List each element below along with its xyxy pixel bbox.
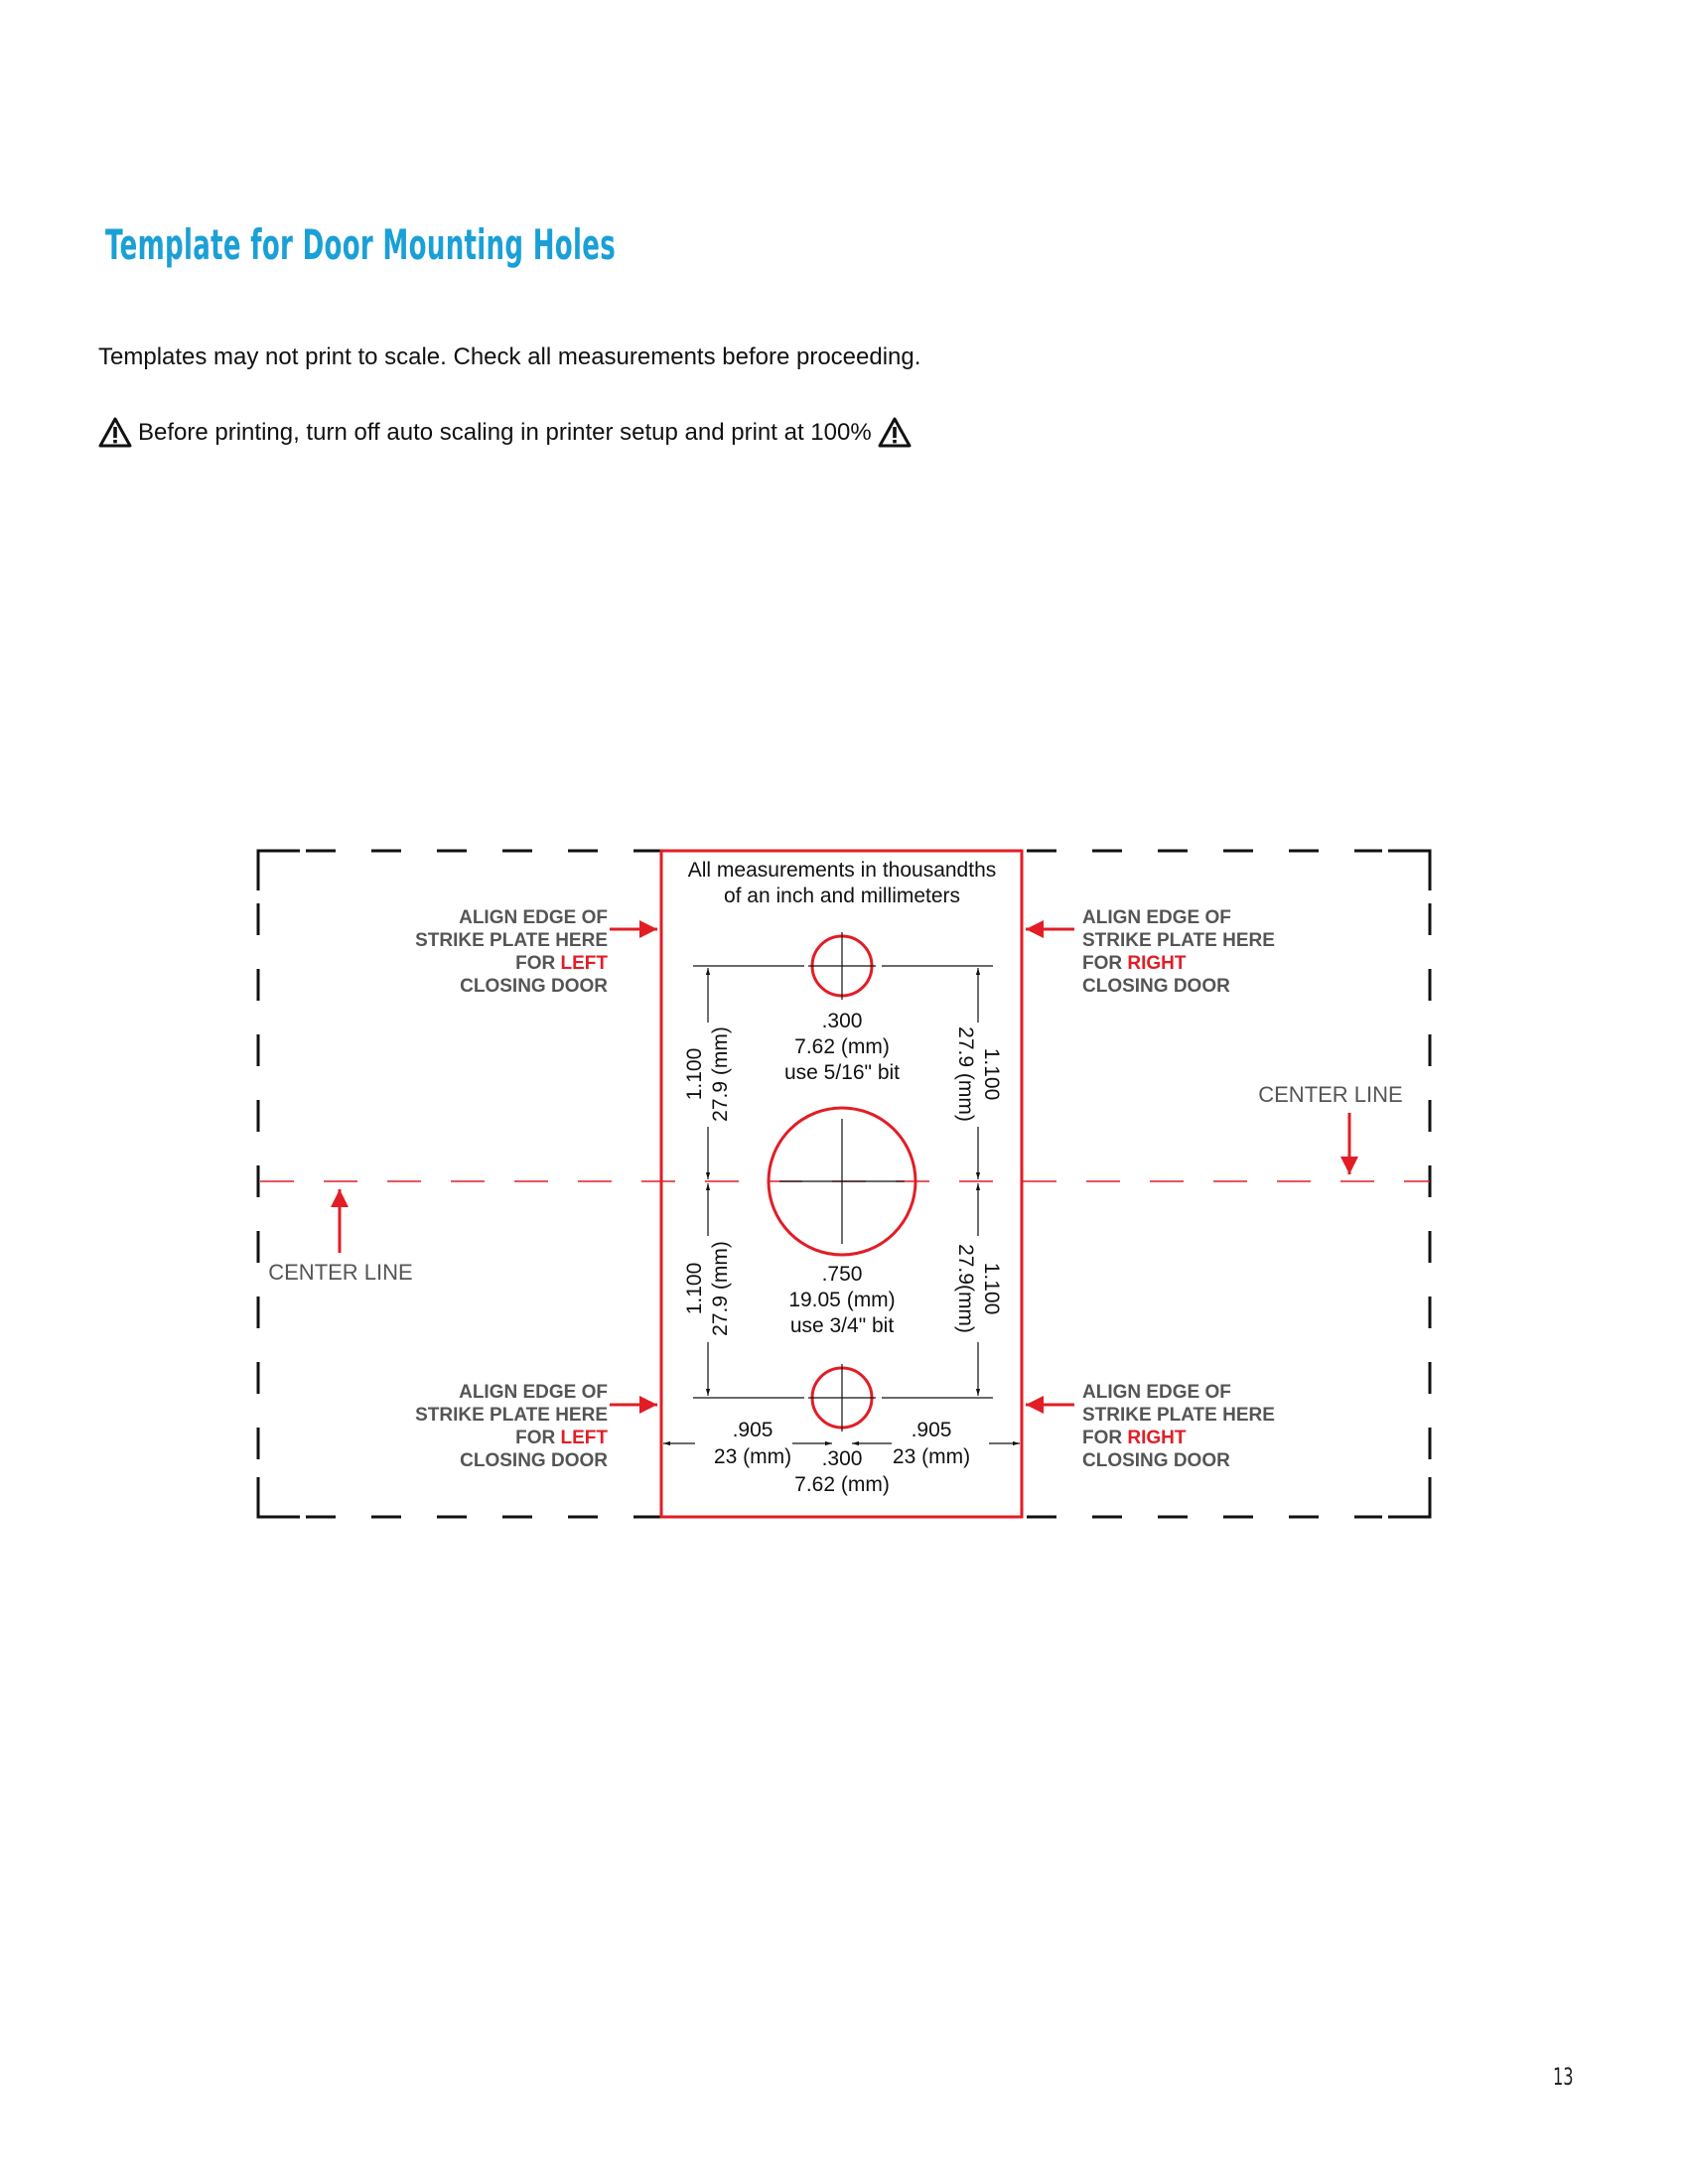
scale-notice: Templates may not print to scale. Check … [98, 343, 921, 370]
large-hole-size-mm: 19.05 (mm) [788, 1289, 895, 1311]
left-offset-inch: .905 [733, 1419, 774, 1441]
print-notice-text: Before printing, turn off auto scaling i… [138, 419, 872, 446]
right-upper-dim-inch: 1.100 [980, 1048, 1003, 1101]
align-line2: STRIKE PLATE HERE [1082, 1405, 1275, 1426]
center-offset-inch: .300 [822, 1447, 863, 1470]
align-line4: CLOSING DOOR [1082, 1450, 1230, 1471]
large-hole-size-inch: .750 [822, 1263, 863, 1286]
left-upper-dim-mm: 27.9 (mm) [709, 1026, 732, 1122]
left-lower-dim-mm: 27.9 (mm) [709, 1241, 732, 1336]
right-lower-dim-mm: 27.9(mm) [954, 1244, 977, 1333]
right-upper-dimension: 1.100 27.9 (mm) [954, 1026, 1003, 1122]
measurement-note-line1: All measurements in thousandths [688, 859, 997, 882]
left-lower-dim-inch: 1.100 [683, 1263, 706, 1315]
warning-triangle-icon [98, 417, 132, 448]
align-line4: CLOSING DOOR [1082, 976, 1230, 997]
warning-triangle-icon [878, 417, 912, 448]
right-offset-mm: 23 (mm) [893, 1445, 970, 1468]
top-small-hole [808, 932, 876, 1000]
left-upper-dimension: 1.100 27.9 (mm) [683, 1026, 732, 1122]
align-label-right-bottom: ALIGN EDGE OF STRIKE PLATE HERE FOR RIGH… [1026, 1382, 1275, 1471]
right-lower-dimension: 1.100 27.9(mm) [954, 1244, 1003, 1333]
align-line2: STRIKE PLATE HERE [1082, 930, 1275, 951]
left-lower-dimension: 1.100 27.9 (mm) [683, 1241, 732, 1336]
align-label-right-top: ALIGN EDGE OF STRIKE PLATE HERE FOR RIGH… [1026, 907, 1275, 997]
align-line1: ALIGN EDGE OF [459, 907, 608, 928]
left-upper-dim-inch: 1.100 [683, 1048, 706, 1101]
align-line4: CLOSING DOOR [460, 976, 608, 997]
align-line1: ALIGN EDGE OF [459, 1382, 608, 1403]
center-line-label-left: CENTER LINE [268, 1260, 412, 1285]
align-line3: FOR LEFT [515, 953, 608, 974]
center-large-hole [767, 1106, 917, 1257]
align-line1: ALIGN EDGE OF [1082, 907, 1231, 928]
center-offset-mm: 7.62 (mm) [794, 1473, 890, 1496]
right-offset-inch: .905 [912, 1419, 952, 1441]
right-upper-dim-mm: 27.9 (mm) [954, 1026, 977, 1122]
extension-lines [693, 965, 993, 1399]
small-hole-bit: use 5/16" bit [784, 1061, 900, 1084]
vertical-dimension-lines [705, 968, 981, 1396]
left-offset-mm: 23 (mm) [714, 1445, 791, 1468]
small-hole-size-mm: 7.62 (mm) [794, 1035, 890, 1058]
large-hole-bit: use 3/4" bit [790, 1314, 895, 1337]
align-label-left-bottom: ALIGN EDGE OF STRIKE PLATE HERE FOR LEFT… [415, 1382, 657, 1471]
align-line1: ALIGN EDGE OF [1082, 1382, 1231, 1403]
cut-outline [256, 849, 1432, 1519]
align-line2: STRIKE PLATE HERE [415, 1405, 608, 1426]
print-notice: Before printing, turn off auto scaling i… [98, 417, 912, 449]
align-line3: FOR LEFT [515, 1428, 608, 1448]
page-number: 13 [1553, 2063, 1574, 2091]
strike-plate-outline [659, 849, 1024, 1519]
bottom-small-hole [808, 1364, 876, 1432]
align-line4: CLOSING DOOR [460, 1450, 608, 1471]
align-line3: FOR RIGHT [1082, 1428, 1187, 1448]
small-hole-size-inch: .300 [822, 1010, 863, 1032]
right-lower-dim-inch: 1.100 [980, 1263, 1003, 1315]
page-title: Template for Door Mounting Holes [105, 220, 617, 269]
align-label-left-top: ALIGN EDGE OF STRIKE PLATE HERE FOR LEFT… [415, 907, 657, 997]
measurement-note-line2: of an inch and millimeters [724, 885, 960, 907]
center-line-label-right: CENTER LINE [1258, 1082, 1402, 1107]
align-line2: STRIKE PLATE HERE [415, 930, 608, 951]
align-line3: FOR RIGHT [1082, 953, 1187, 974]
